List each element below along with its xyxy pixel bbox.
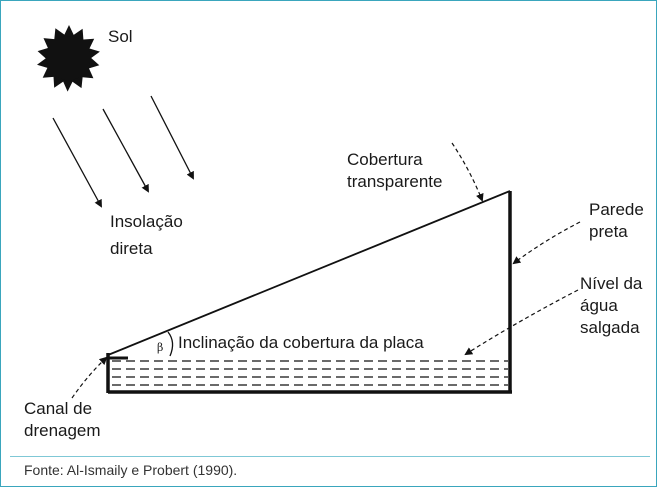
- drain-label-line1: Canal de: [24, 399, 93, 418]
- sun-ray: [150, 95, 194, 180]
- water-level-label-line2: água: [580, 296, 618, 315]
- inclination-label: Inclinação da cobertura da placa: [178, 333, 424, 352]
- insolation-label-line2: direta: [110, 239, 153, 258]
- sun-label: Sol: [108, 27, 133, 46]
- sun-icon: [37, 25, 100, 92]
- solar-still: [106, 190, 512, 394]
- cover-label-line1: Cobertura: [347, 150, 423, 169]
- transparent-cover: [107, 190, 511, 356]
- drain-label: Canal de drenagem: [24, 398, 101, 442]
- insolation-label: Insolação direta: [110, 211, 183, 260]
- water-level-label-line3: salgada: [580, 318, 640, 337]
- figure-source-caption: Fonte: Al-Ismaily e Probert (1990).: [24, 462, 238, 478]
- drain-label-line2: drenagem: [24, 421, 101, 440]
- wall-label-line2: preta: [589, 222, 628, 241]
- cover-label: Cobertura transparente: [347, 149, 442, 193]
- water-level-pointer: [464, 289, 579, 356]
- sun-ray: [52, 117, 102, 208]
- insolation-label-line1: Insolação: [110, 212, 183, 231]
- cover-pointer: [451, 142, 484, 202]
- cover-label-line2: transparente: [347, 172, 443, 191]
- wall-label-line1: Parede: [589, 200, 644, 219]
- angle-symbol: β: [157, 341, 164, 354]
- water-level-label: Nível da água salgada: [580, 273, 642, 339]
- caption-divider: [10, 456, 650, 457]
- inclination-angle-arc: [167, 331, 174, 357]
- insolation-rays: [52, 95, 194, 208]
- wall-label: Parede preta: [589, 199, 644, 243]
- saline-water: [112, 360, 508, 386]
- sun-ray: [102, 108, 149, 193]
- wall-pointer: [512, 221, 581, 265]
- label-pointers: [71, 142, 581, 399]
- drain-pointer: [71, 356, 108, 399]
- water-level-label-line1: Nível da: [580, 274, 643, 293]
